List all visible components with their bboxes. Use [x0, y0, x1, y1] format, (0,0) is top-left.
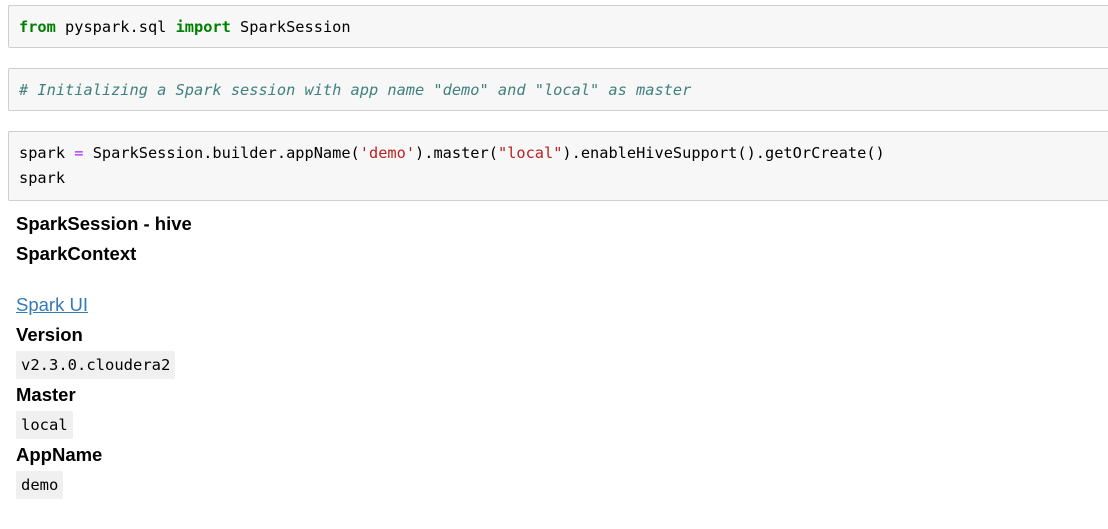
context-title: SparkContext	[16, 243, 137, 264]
code-cell-import[interactable]: from pyspark.sql import SparkSession	[8, 5, 1108, 48]
code-line: spark	[19, 166, 1108, 191]
version-value: v2.3.0.cloudera2	[16, 351, 176, 379]
code-token-default: pyspark.sql	[55, 18, 176, 36]
code-line: from pyspark.sql import SparkSession	[19, 15, 1108, 40]
appname-label: AppName	[16, 444, 103, 465]
code-token-comment: # Initializing a Spark session with app …	[19, 81, 692, 99]
code-line: spark = SparkSession.builder.appName('de…	[19, 141, 1108, 166]
code-cell-comment[interactable]: # Initializing a Spark session with app …	[8, 68, 1108, 111]
code-token-default: spark	[19, 169, 66, 187]
code-token-default: SparkSession	[230, 18, 351, 36]
master-label: Master	[16, 384, 76, 405]
code-token-keyword: import	[175, 18, 231, 36]
code-token-keyword: from	[19, 18, 56, 36]
code-cell-spark-session[interactable]: spark = SparkSession.builder.appName('de…	[8, 131, 1108, 201]
code-token-operator: =	[74, 144, 84, 162]
session-title: SparkSession - hive	[16, 213, 192, 234]
code-line: # Initializing a Spark session with app …	[19, 78, 1108, 103]
code-token-default: ).master(	[415, 144, 498, 162]
code-token-default: ).enableHiveSupport().getOrCreate()	[562, 144, 885, 162]
code-token-string: "local"	[497, 144, 563, 162]
spark-ui-link[interactable]: Spark UI	[16, 294, 88, 315]
version-label: Version	[16, 324, 83, 345]
code-token-default: spark	[19, 144, 75, 162]
master-value: local	[16, 411, 73, 439]
code-token-default: SparkSession.builder.appName(	[83, 144, 360, 162]
appname-value: demo	[16, 471, 64, 499]
code-token-string: 'demo'	[359, 144, 416, 162]
